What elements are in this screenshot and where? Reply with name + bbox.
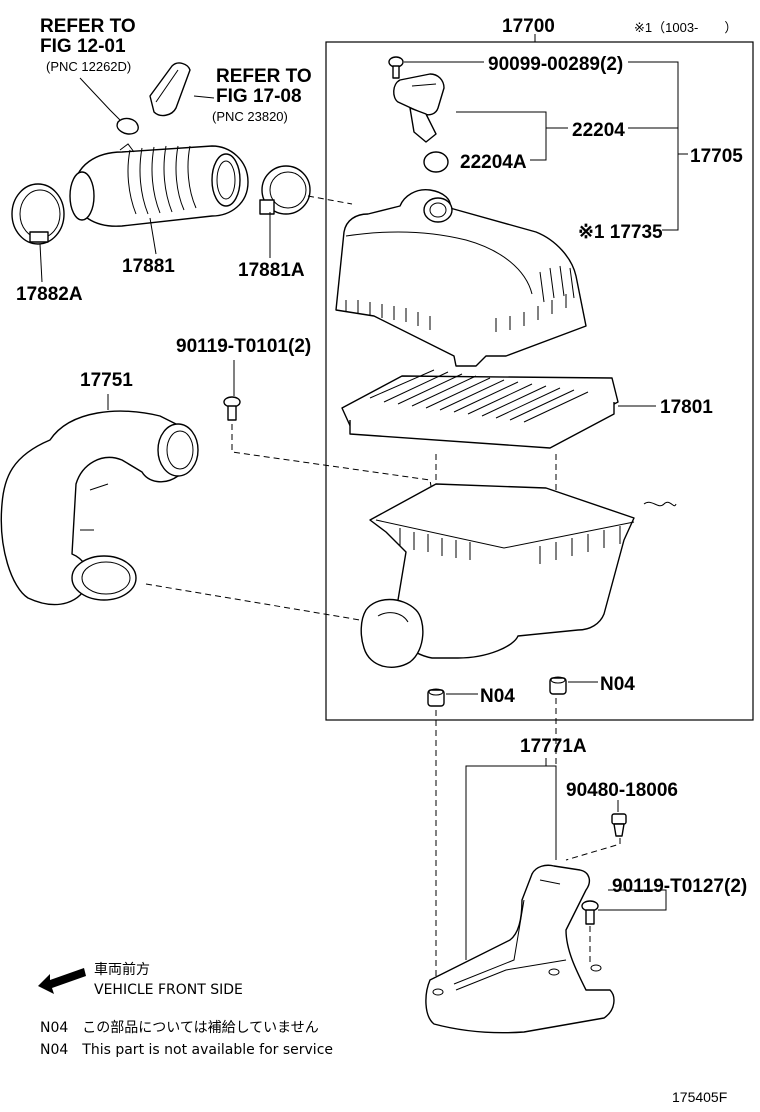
legend-direction-en: VEHICLE FRONT SIDE: [94, 982, 243, 998]
legend-n04-jp: N04 この部品については補給していません: [40, 1020, 319, 1036]
figure-id: 175405F: [672, 1089, 727, 1105]
clip-90480-part: [611, 813, 627, 837]
label-90480: 90480-18006: [566, 780, 678, 801]
legend-n04-en: N04 This part is not available for servi…: [40, 1042, 333, 1058]
air-cleaner-case-part: [360, 483, 677, 668]
ref-fig-17-08-line2: FIG 17-08: [216, 86, 302, 107]
ref-fig-17-08-leader: [193, 95, 215, 99]
mounting-bracket-17771a-part: [425, 864, 615, 1034]
leader-17705-bracket: [628, 61, 679, 231]
vacuum-hose-fitting-part: [149, 62, 191, 117]
label-17700: 17700: [502, 16, 555, 37]
intake-duct-17751-part: [0, 410, 199, 606]
leader-17881: [149, 217, 157, 255]
vehicle-front-arrow-icon: [38, 968, 86, 994]
air-filter-17801-part: [341, 369, 619, 449]
ref-fig-12-01-line1: REFER TO: [40, 16, 136, 37]
label-17705: 17705: [690, 146, 743, 167]
air-cleaner-cover-17735-part: [335, 189, 587, 367]
label-note-1003: ※1（1003- ）: [634, 20, 737, 35]
label-22204: 22204: [572, 120, 625, 141]
leader-17882a: [39, 243, 43, 283]
grommet-n04-left-part: [427, 688, 445, 707]
o-ring-22204a-part: [423, 151, 449, 173]
label-n04-left: N04: [480, 686, 515, 707]
bolt-90119-t0101-part: [223, 396, 241, 421]
clamp-to-cover-dashline: [307, 195, 353, 205]
label-17751: 17751: [80, 370, 133, 391]
ref-fig-12-01-pnc: (PNC 12262D): [46, 59, 131, 74]
duct-to-case-dashline: [145, 583, 361, 621]
label-17771a: 17771A: [520, 736, 587, 757]
ref-fig-12-01-line2: FIG 12-01: [40, 36, 126, 57]
screw-90099-part: [388, 56, 404, 79]
label-17881a: 17881A: [238, 260, 305, 281]
label-90099: 90099-00289(2): [488, 54, 623, 75]
legend-direction-jp: 車両前方: [94, 961, 150, 978]
label-n04-right: N04: [600, 674, 635, 695]
grommet-n04-right-part: [549, 676, 567, 695]
label-90119-t0127: 90119-T0127(2): [612, 876, 747, 897]
clamp-17882a-part: [11, 183, 65, 245]
clip-to-bracket-dashline: [565, 838, 621, 861]
ref-fig-17-08-pnc: (PNC 23820): [212, 109, 288, 124]
leader-90119-t0127: [598, 889, 667, 911]
air-cleaner-assembly-box: [325, 41, 754, 721]
airflow-sensor-22204-part: [393, 73, 445, 143]
vacuum-hose-fitting-line: [155, 69, 179, 103]
label-17801: 17801: [660, 397, 713, 418]
label-17882a: 17882A: [16, 284, 83, 305]
clamp-17881a-part: [259, 165, 311, 215]
label-17881: 17881: [122, 256, 175, 277]
label-90119-t0101: 90119-T0101(2): [176, 336, 311, 357]
ref-fig-12-01-leader: [79, 77, 125, 125]
leader-22204: [456, 111, 547, 161]
ref-fig-17-08-line1: REFER TO: [216, 66, 312, 87]
label-17735: ※1 17735: [578, 222, 663, 243]
intake-hose-17881-part: [69, 143, 249, 227]
bolt-90119-t0127-part: [581, 900, 599, 925]
clip-connector-part: [116, 117, 139, 135]
label-22204a: 22204A: [460, 152, 527, 173]
